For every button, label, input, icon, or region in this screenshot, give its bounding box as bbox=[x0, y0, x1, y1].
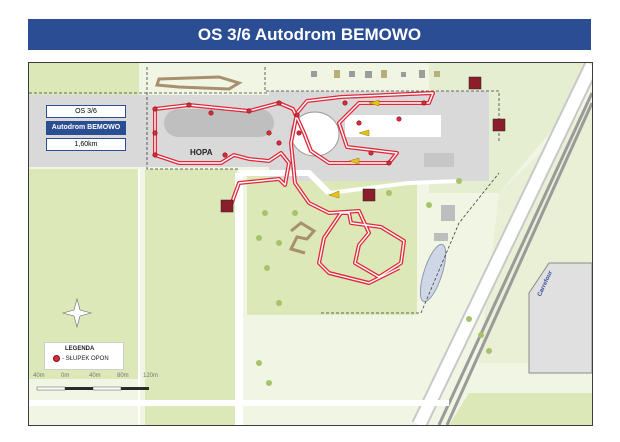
map-title: OS 3/6 Autodrom BEMOWO bbox=[28, 19, 591, 50]
tire-markers bbox=[152, 100, 427, 166]
tire-marker-icon bbox=[53, 355, 60, 362]
control-signs bbox=[220, 76, 506, 213]
scale-label: 80m bbox=[117, 373, 129, 379]
roads bbox=[29, 63, 592, 425]
scale-label: 40m bbox=[89, 373, 101, 379]
legend-item: - SŁUPEK OPON bbox=[62, 356, 109, 363]
scale-bar bbox=[36, 386, 149, 391]
scale-label: 40m bbox=[33, 373, 45, 379]
scale-label: 120m bbox=[143, 373, 159, 379]
stage-name: Autodrom BEMOWO bbox=[46, 121, 126, 135]
buildings bbox=[311, 70, 592, 374]
compass-rose bbox=[61, 297, 93, 329]
legend: LEGENDA - SŁUPEK OPON bbox=[44, 342, 124, 370]
karting-track bbox=[154, 75, 317, 255]
stage-number: OS 3/6 bbox=[46, 105, 126, 118]
trees bbox=[256, 178, 492, 386]
direction-arrows bbox=[328, 99, 380, 199]
hopa-label: HOPA bbox=[190, 148, 213, 157]
legend-title: LEGENDA bbox=[65, 346, 95, 352]
stage-info-box: OS 3/6 Autodrom BEMOWO 1,60km bbox=[46, 105, 126, 153]
scale-label: 0m bbox=[61, 373, 70, 379]
boundary-dashed bbox=[29, 67, 500, 314]
scale-labels: 40m 0m 40m 80m 120m bbox=[33, 373, 163, 383]
rally-route bbox=[153, 91, 435, 285]
stage-length: 1,60km bbox=[46, 138, 126, 151]
pond bbox=[419, 243, 447, 303]
track-map: OS 3/6 Autodrom BEMOWO 1,60km HOPA LEGEN… bbox=[28, 62, 593, 426]
